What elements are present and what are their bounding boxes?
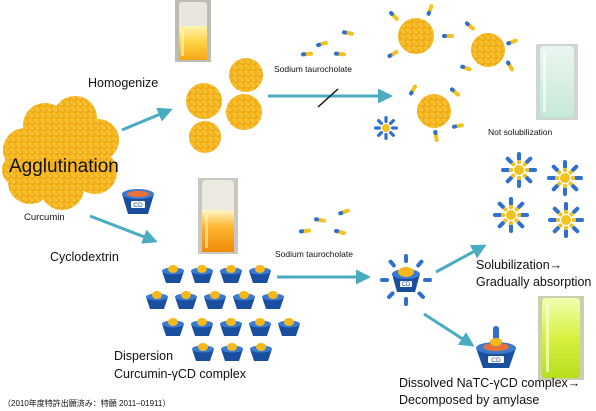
cd-complex-cup [220,318,242,336]
cd-complex-cup [191,265,213,283]
cd-complex-cup [162,265,184,283]
cd-complex-cup [262,291,284,309]
unsolubilized-particles [398,18,505,128]
micelle [493,197,529,233]
cd-complex-cup [192,343,214,361]
cd-complex-cup [249,265,271,283]
cd-tag-left: CD [133,202,143,209]
small-micelle [374,116,398,140]
dissolved-cd-complex [476,326,516,368]
homogenized-particles [186,58,263,153]
cd-complex-cup [162,318,184,336]
label-cyclodextrin: Cyclodextrin [50,250,119,264]
cd-complex-cup [249,318,271,336]
taurocholate-molecules-bottom [299,208,350,236]
label-curcumin-cd-complex: Curcumin-γCD complex [114,367,246,381]
cd-tag-right: CD [491,357,501,364]
cd-complex-cup [233,291,255,309]
cd-complex-cup [221,343,243,361]
vial-photo-homogenized [175,0,211,62]
label-agglutination: Agglutination [9,156,119,177]
vial-photo-cd-complex [198,178,238,254]
label-not-solubilization: Not solubilization [488,127,553,137]
blocked-slash [317,88,339,108]
taurocholate-molecules-top [301,30,354,57]
label-decomposed-by-amylase: Decomposed by amylase [399,393,540,407]
label-solubilization: Solubilization→ [476,258,563,272]
micelle [547,160,583,196]
label-sodium-taurocholate-bottom: Sodium taurocholate [275,249,353,259]
cyclodextrin-cup [122,189,154,214]
natc-cd-complex [380,254,432,306]
cd-complex-cup [220,265,242,283]
label-curcumin: Curcumin [24,212,65,223]
label-patent-note: （2010年度特許出願済み：特願 2011–01911） [3,399,171,408]
cd-tag-center: CD [402,282,411,288]
cd-complex-cup [191,318,213,336]
micelle [548,202,584,238]
arrows [89,88,487,347]
cd-complex-cup [250,343,272,361]
cd-complex-cup [204,291,226,309]
solubilized-micelles [493,152,584,238]
vial-photo-dissolved [538,296,584,380]
cd-complex-cup [146,291,168,309]
vial-photo-not-solubilized [536,44,578,120]
label-homogenize: Homogenize [88,76,159,90]
curcumin-cd-complexes [146,265,300,361]
label-dispersion: Dispersion [114,349,174,363]
free-taurocholate-around [387,4,518,142]
cd-complex-cup [175,291,197,309]
label-dissolved-complex: Dissolved NaTC-γCD complex→ [399,376,581,390]
label-gradually-absorption: Gradually absorption [476,275,592,289]
micelle [501,152,537,188]
cd-complex-cup [278,318,300,336]
label-sodium-taurocholate-top: Sodium taurocholate [274,64,352,74]
agglutination-cluster [2,96,119,210]
